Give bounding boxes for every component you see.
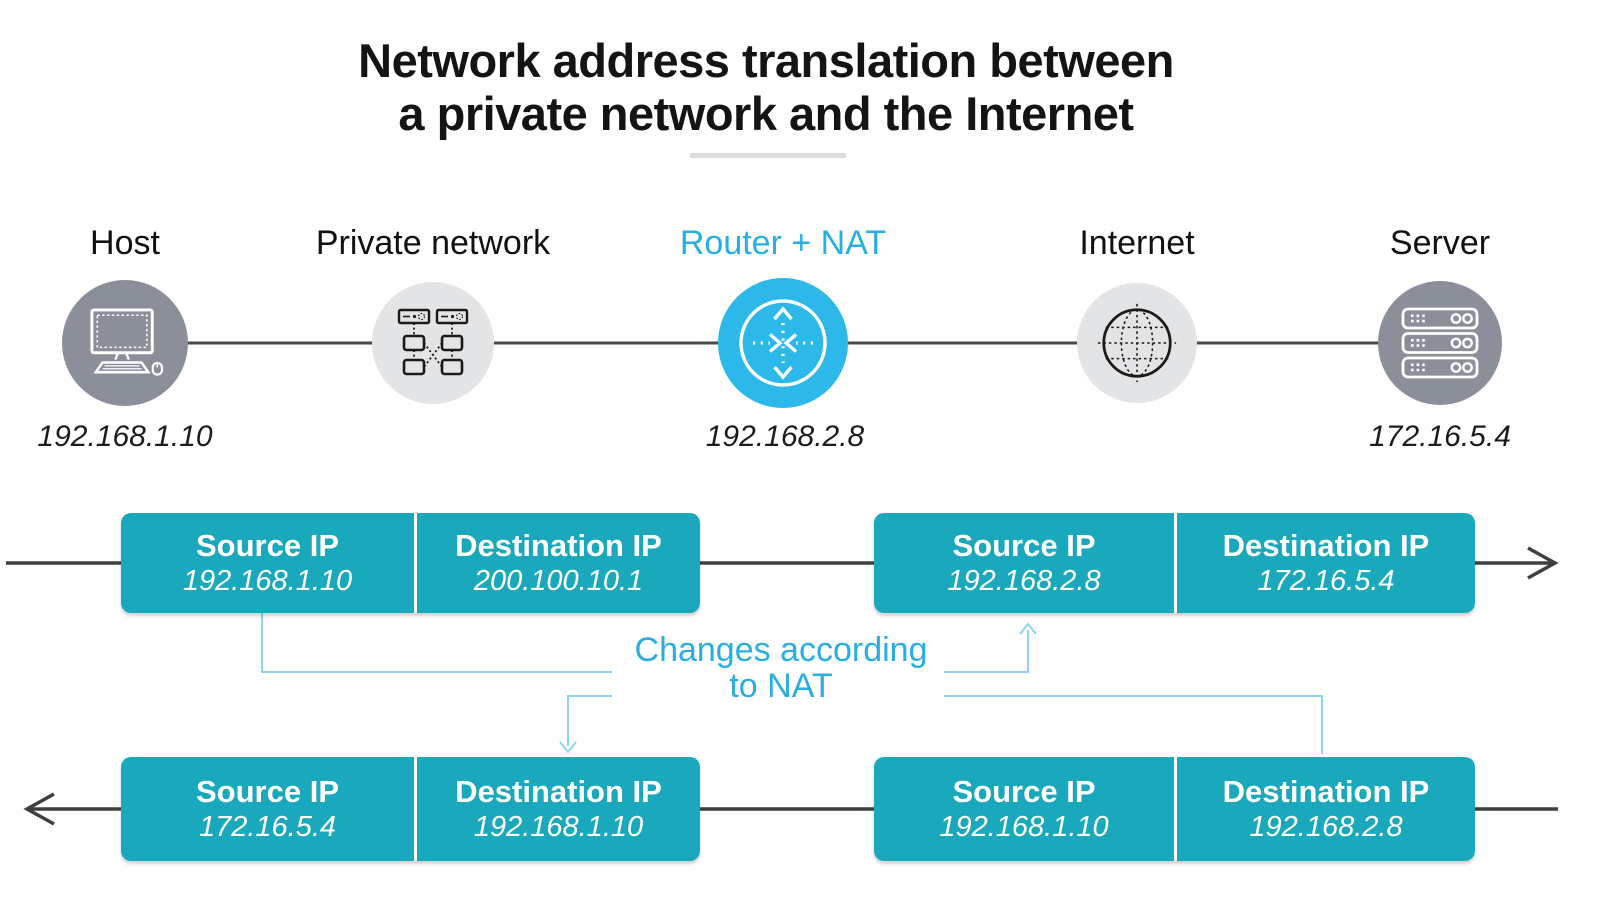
source-ip-cell: Source IP 192.168.1.10 bbox=[121, 513, 414, 613]
node-label-private-network: Private network bbox=[315, 224, 551, 262]
up-arrow-icon bbox=[1019, 622, 1037, 635]
source-ip-label: Source IP bbox=[952, 528, 1096, 563]
nat-annotation: Changes according to NAT bbox=[603, 632, 959, 704]
destination-ip-value: 172.16.5.4 bbox=[1257, 565, 1395, 597]
globe-icon bbox=[1097, 303, 1177, 383]
title-line-1: Network address translation between bbox=[358, 34, 1174, 87]
source-ip-value: 192.168.1.10 bbox=[182, 565, 353, 597]
cell-divider bbox=[1174, 757, 1177, 861]
network-switches-icon bbox=[397, 308, 469, 376]
router-nat-node-circle bbox=[718, 278, 848, 408]
desktop-computer-icon bbox=[90, 308, 164, 376]
server-rack-icon bbox=[1401, 307, 1479, 379]
node-label-router-nat: Router + NAT bbox=[679, 224, 887, 262]
page-title: Network address translation between a pr… bbox=[0, 34, 1532, 140]
packet-box-inbound-private: Source IP 172.16.5.4 Destination IP 192.… bbox=[121, 757, 700, 861]
title-divider bbox=[690, 153, 846, 158]
packet-box-inbound-public: Source IP 192.168.1.10 Destination IP 19… bbox=[874, 757, 1475, 861]
destination-ip-cell: Destination IP 200.100.10.1 bbox=[417, 513, 700, 613]
internet-node-circle bbox=[1077, 283, 1197, 403]
destination-ip-value: 192.168.1.10 bbox=[473, 811, 644, 843]
source-ip-label: Source IP bbox=[196, 774, 339, 809]
source-ip-cell: Source IP 172.16.5.4 bbox=[121, 757, 414, 861]
destination-ip-label: Destination IP bbox=[1222, 528, 1430, 563]
router-icon bbox=[739, 299, 827, 387]
node-label-internet: Internet bbox=[1079, 224, 1195, 262]
packet-box-outbound-private: Source IP 192.168.1.10 Destination IP 20… bbox=[121, 513, 700, 613]
private-network-node-circle bbox=[372, 282, 494, 404]
destination-ip-value: 200.100.10.1 bbox=[473, 565, 644, 597]
source-ip-cell: Source IP 192.168.2.8 bbox=[874, 513, 1174, 613]
down-arrow-icon bbox=[559, 741, 577, 754]
cell-divider bbox=[1174, 513, 1177, 613]
destination-ip-cell: Destination IP 192.168.1.10 bbox=[417, 757, 700, 861]
source-ip-cell: Source IP 192.168.1.10 bbox=[874, 757, 1174, 861]
destination-ip-value: 192.168.2.8 bbox=[1249, 811, 1403, 843]
host-node-circle bbox=[62, 280, 188, 406]
host-ip: 192.168.1.10 bbox=[37, 420, 213, 453]
node-label-server: Server bbox=[1389, 224, 1491, 262]
destination-ip-label: Destination IP bbox=[455, 528, 662, 563]
right-arrow-icon bbox=[1527, 546, 1559, 580]
destination-ip-cell: Destination IP 172.16.5.4 bbox=[1177, 513, 1475, 613]
router-nat-ip: 192.168.2.8 bbox=[705, 420, 865, 453]
cell-divider bbox=[414, 757, 417, 861]
nat-annotation-line-1: Changes according bbox=[634, 631, 928, 669]
nat-connector-from-top-left bbox=[261, 613, 612, 673]
destination-ip-label: Destination IP bbox=[1222, 774, 1430, 809]
destination-ip-cell: Destination IP 192.168.2.8 bbox=[1177, 757, 1475, 861]
source-ip-value: 192.168.1.10 bbox=[939, 811, 1109, 843]
cell-divider bbox=[414, 513, 417, 613]
left-arrow-icon bbox=[23, 792, 55, 826]
source-ip-value: 192.168.2.8 bbox=[947, 565, 1101, 597]
node-label-host: Host bbox=[90, 224, 160, 262]
nat-annotation-line-2: to NAT bbox=[729, 667, 833, 705]
source-ip-label: Source IP bbox=[196, 528, 339, 563]
nat-connector-to-bottom-right bbox=[944, 695, 1323, 754]
source-ip-value: 172.16.5.4 bbox=[198, 811, 337, 843]
title-line-2: a private network and the Internet bbox=[398, 87, 1134, 140]
destination-ip-label: Destination IP bbox=[455, 774, 662, 809]
packet-box-outbound-public: Source IP 192.168.2.8 Destination IP 172… bbox=[874, 513, 1475, 613]
source-ip-label: Source IP bbox=[952, 774, 1096, 809]
server-node-circle bbox=[1378, 281, 1502, 405]
nat-connector-to-bottom-left bbox=[567, 695, 612, 746]
server-ip: 172.16.5.4 bbox=[1369, 420, 1511, 453]
nat-connector-to-top-right bbox=[944, 630, 1029, 673]
